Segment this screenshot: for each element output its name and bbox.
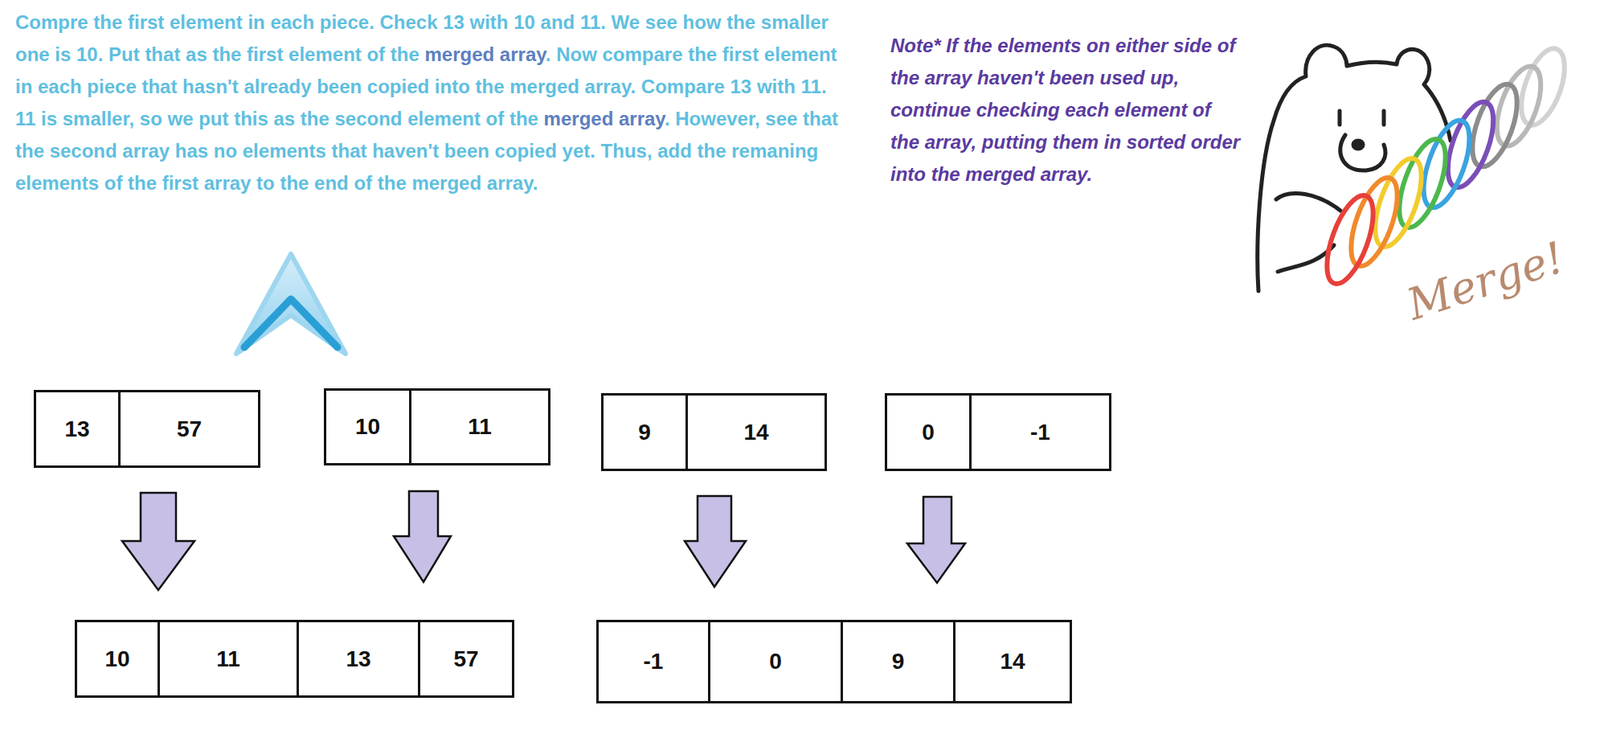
array-cell: 10 [74, 619, 160, 698]
bear-drawing [1257, 45, 1451, 291]
bear-eye [1382, 110, 1387, 125]
cell-value: 11 [467, 413, 492, 440]
cell-value: 11 [216, 646, 241, 672]
explanation-text: Compre the first element in each piece. … [15, 6, 852, 200]
cell-value: 13 [345, 646, 371, 672]
cell-value: -1 [1030, 419, 1051, 446]
ring [1317, 189, 1383, 290]
array-cell: 11 [409, 388, 551, 466]
note-text: Note* If the elements on either side of … [890, 29, 1244, 191]
bear-nose [1353, 140, 1363, 149]
bear-eye [1338, 110, 1343, 125]
down-arrow [122, 492, 195, 590]
highlight-term: merged array [544, 107, 665, 130]
array-cell: 57 [118, 389, 261, 468]
array-cell: 57 [417, 619, 515, 698]
bear-outline [1257, 45, 1451, 291]
array-cell: -1 [969, 392, 1112, 471]
array-cell: 10 [323, 388, 412, 466]
up-chevron [236, 253, 346, 354]
cell-value: 0 [921, 419, 935, 446]
cell-value: 0 [769, 648, 782, 675]
down-arrow [684, 495, 746, 587]
array-cell: 0 [707, 619, 843, 704]
cell-value: -1 [643, 648, 664, 675]
cell-value: 10 [104, 646, 130, 672]
array-cell: 13 [33, 389, 121, 468]
array-cell: 9 [840, 619, 956, 704]
array-cell: 11 [157, 619, 299, 698]
array-cell: -1 [596, 619, 711, 704]
cell-value: 13 [64, 416, 90, 442]
cell-value: 9 [638, 419, 651, 446]
bear-arm [1276, 192, 1341, 211]
down-arrow [907, 496, 966, 583]
cell-value: 14 [999, 648, 1025, 675]
cell-value: 14 [743, 419, 769, 446]
cell-value: 57 [453, 646, 479, 672]
down-arrow [393, 491, 451, 582]
array-cell: 0 [884, 392, 972, 471]
chevron-stroke [244, 298, 338, 348]
array-cell: 14 [953, 619, 1073, 704]
cell-value: 9 [892, 648, 905, 675]
cell-value: 10 [355, 413, 381, 440]
array-cell: 9 [601, 392, 688, 471]
bear-snout [1340, 135, 1386, 171]
array-cell: 14 [685, 392, 827, 471]
array-cell: 13 [296, 619, 421, 698]
merge-scribble: Merge! [1400, 231, 1571, 330]
chevron-shape [236, 253, 346, 354]
cell-value: 57 [176, 416, 202, 442]
highlight-term: merged array [425, 43, 546, 66]
